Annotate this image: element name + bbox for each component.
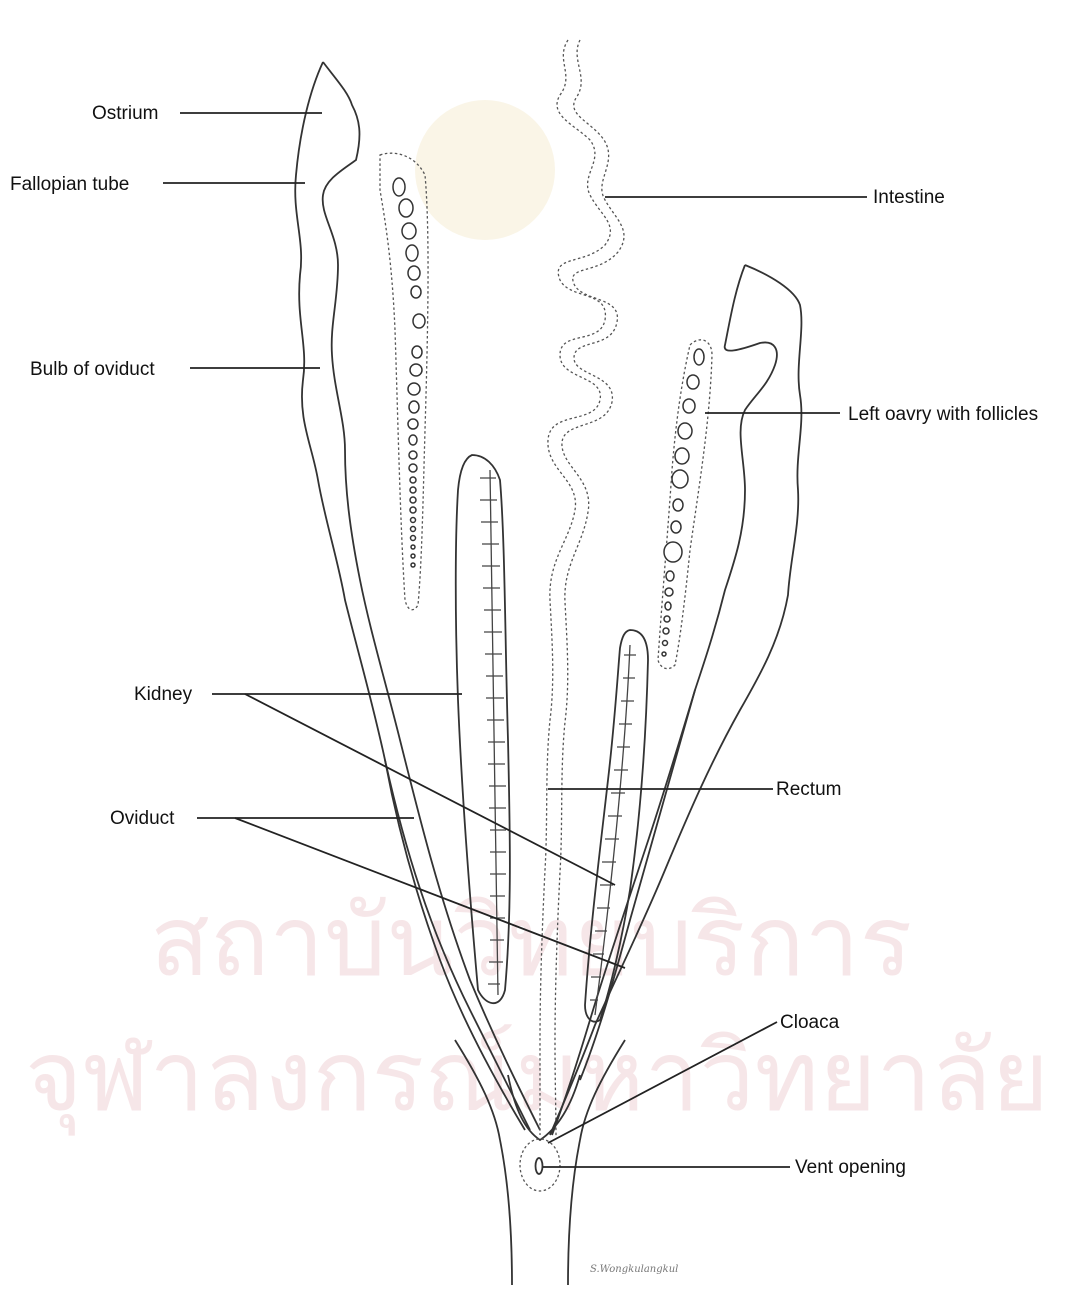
label-bulb-of-oviduct: Bulb of oviduct bbox=[30, 359, 155, 380]
right-ovary-follicles bbox=[393, 178, 425, 567]
label-rectum: Rectum bbox=[776, 779, 841, 800]
right-ovary-outline bbox=[380, 153, 428, 610]
vent-region bbox=[520, 1139, 560, 1191]
label-ostrium: Ostrium bbox=[92, 103, 159, 124]
watermark: สถาบันวิทยบริการ จุฬาลงกรณ์มหาวิทยาลัย bbox=[25, 100, 1049, 1136]
label-fallopian-tube: Fallopian tube bbox=[10, 174, 129, 195]
leader-lines bbox=[163, 113, 867, 1167]
label-oviduct: Oviduct bbox=[110, 808, 175, 829]
label-kidney: Kidney bbox=[134, 684, 193, 705]
artist-signature: S.Wongkulangkul bbox=[590, 1264, 678, 1275]
label-vent-opening: Vent opening bbox=[795, 1157, 906, 1178]
body-stalk-left bbox=[500, 1140, 512, 1285]
watermark-seal-emblem bbox=[415, 100, 555, 240]
vent-opening-shape bbox=[536, 1158, 543, 1174]
body-stalk-right bbox=[568, 1140, 580, 1285]
watermark-line-2: จุฬาลงกรณ์มหาวิทยาลัย bbox=[25, 1020, 1049, 1136]
label-intestine: Intestine bbox=[873, 187, 945, 208]
label-left-ovary: Left oavry with follicles bbox=[848, 404, 1038, 425]
watermark-line-1: สถาบันวิทยบริการ bbox=[150, 885, 912, 999]
left-ovary-follicles bbox=[662, 349, 704, 656]
label-cloaca: Cloaca bbox=[780, 1012, 840, 1033]
left-oviduct-outline bbox=[550, 265, 801, 1135]
